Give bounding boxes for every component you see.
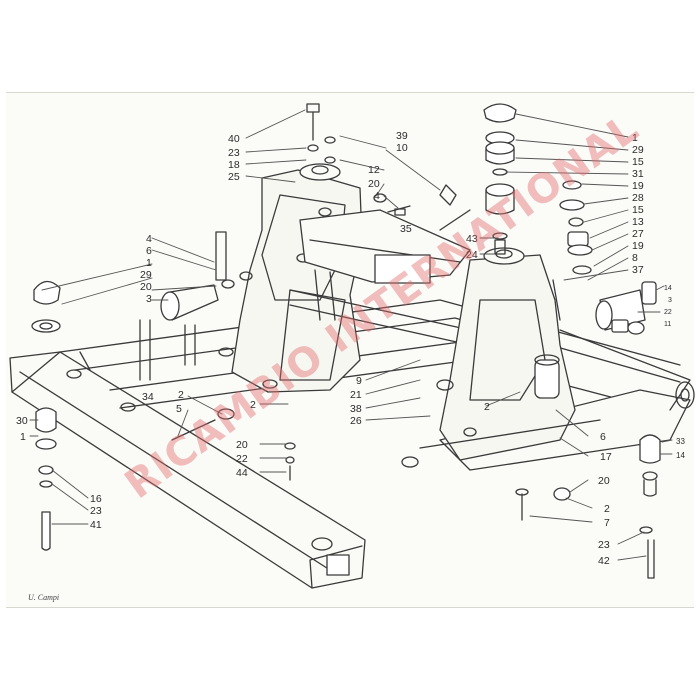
callout-label: 4 — [146, 233, 152, 245]
callout-label: 20 — [598, 475, 610, 487]
callout-label: 14 — [664, 285, 672, 292]
right-suspension-tower — [401, 247, 601, 468]
front-crossmember — [9, 351, 366, 589]
callout-label: 2 — [178, 389, 184, 401]
callout-label: 3 — [146, 293, 152, 305]
callout-label: 23 — [598, 539, 610, 551]
callout-label: 17 — [600, 451, 612, 463]
callout-label: 15 — [632, 204, 644, 216]
artist-credit: U. Campi — [28, 593, 59, 602]
mount-stack-side — [552, 180, 593, 321]
callout-label: 34 — [142, 391, 154, 403]
callout-label: 2 — [604, 503, 610, 515]
callout-label: 4 — [374, 190, 380, 202]
callout-label: 20 — [140, 281, 152, 293]
callout-label: 25 — [228, 171, 240, 183]
callout-label: 29 — [140, 269, 152, 281]
left-arm-bushing — [160, 231, 235, 321]
leader-lines — [29, 109, 673, 561]
callout-label: 7 — [604, 517, 610, 529]
callout-label: 9 — [356, 375, 362, 387]
callout-label: 14 — [676, 451, 685, 460]
callout-label: 35 — [400, 223, 412, 235]
callout-label: 1 — [20, 431, 26, 443]
callout-label: 19 — [632, 240, 644, 252]
left-mount-stack — [31, 280, 61, 551]
callout-label: 20 — [236, 439, 248, 451]
upper-crossbeam — [289, 209, 471, 346]
callout-label: 41 — [90, 519, 102, 531]
callout-label: 2 — [484, 401, 490, 413]
callout-label: 39 — [396, 130, 408, 142]
callout-label: 26 — [350, 415, 362, 427]
callout-label: 23 — [90, 505, 102, 517]
callout-label: 6 — [600, 431, 606, 443]
callout-label: 6 — [146, 245, 152, 257]
callout-label: 27 — [632, 228, 644, 240]
callout-label: 24 — [466, 249, 478, 261]
callout-label: 19 — [632, 180, 644, 192]
callout-label: 33 — [676, 437, 685, 446]
callout-label: 8 — [632, 252, 638, 264]
callout-label: 22 — [664, 309, 672, 316]
callout-label: 3 — [668, 297, 672, 304]
callout-label: 10 — [396, 142, 408, 154]
callout-label: 5 — [176, 403, 182, 415]
callout-label: 43 — [466, 233, 478, 245]
right-arm-bushing — [595, 281, 657, 335]
callout-label: 22 — [236, 453, 248, 465]
callout-label: 20 — [368, 178, 380, 190]
top-bolts — [306, 103, 471, 231]
callout-label: 29 — [632, 144, 644, 156]
callout-label: 16 — [90, 493, 102, 505]
callout-label: 44 — [236, 467, 248, 479]
callout-label: 1 — [146, 257, 152, 269]
callout-label: 11 — [664, 321, 671, 328]
callout-label: 42 — [598, 555, 610, 567]
callout-label: 15 — [632, 156, 644, 168]
callout-label: 2 — [250, 399, 256, 411]
callout-label: 18 — [228, 159, 240, 171]
callout-labels: 40 23 18 25 39 10 12 20 4 1 29 15 31 19 … — [16, 130, 685, 567]
mount-stack-right — [483, 103, 517, 255]
callout-label: 38 — [350, 403, 362, 415]
callout-label: 21 — [350, 389, 362, 401]
callout-label: 30 — [16, 415, 28, 427]
callout-label: 28 — [632, 192, 644, 204]
callout-label: 1 — [632, 132, 638, 144]
callout-label: 12 — [368, 164, 380, 176]
callout-label: 23 — [228, 147, 240, 159]
callout-label: 40 — [228, 133, 240, 145]
callout-label: 37 — [632, 264, 644, 276]
callout-label: 31 — [632, 168, 644, 180]
callout-label: 13 — [632, 216, 644, 228]
lower-bolts — [171, 408, 661, 579]
